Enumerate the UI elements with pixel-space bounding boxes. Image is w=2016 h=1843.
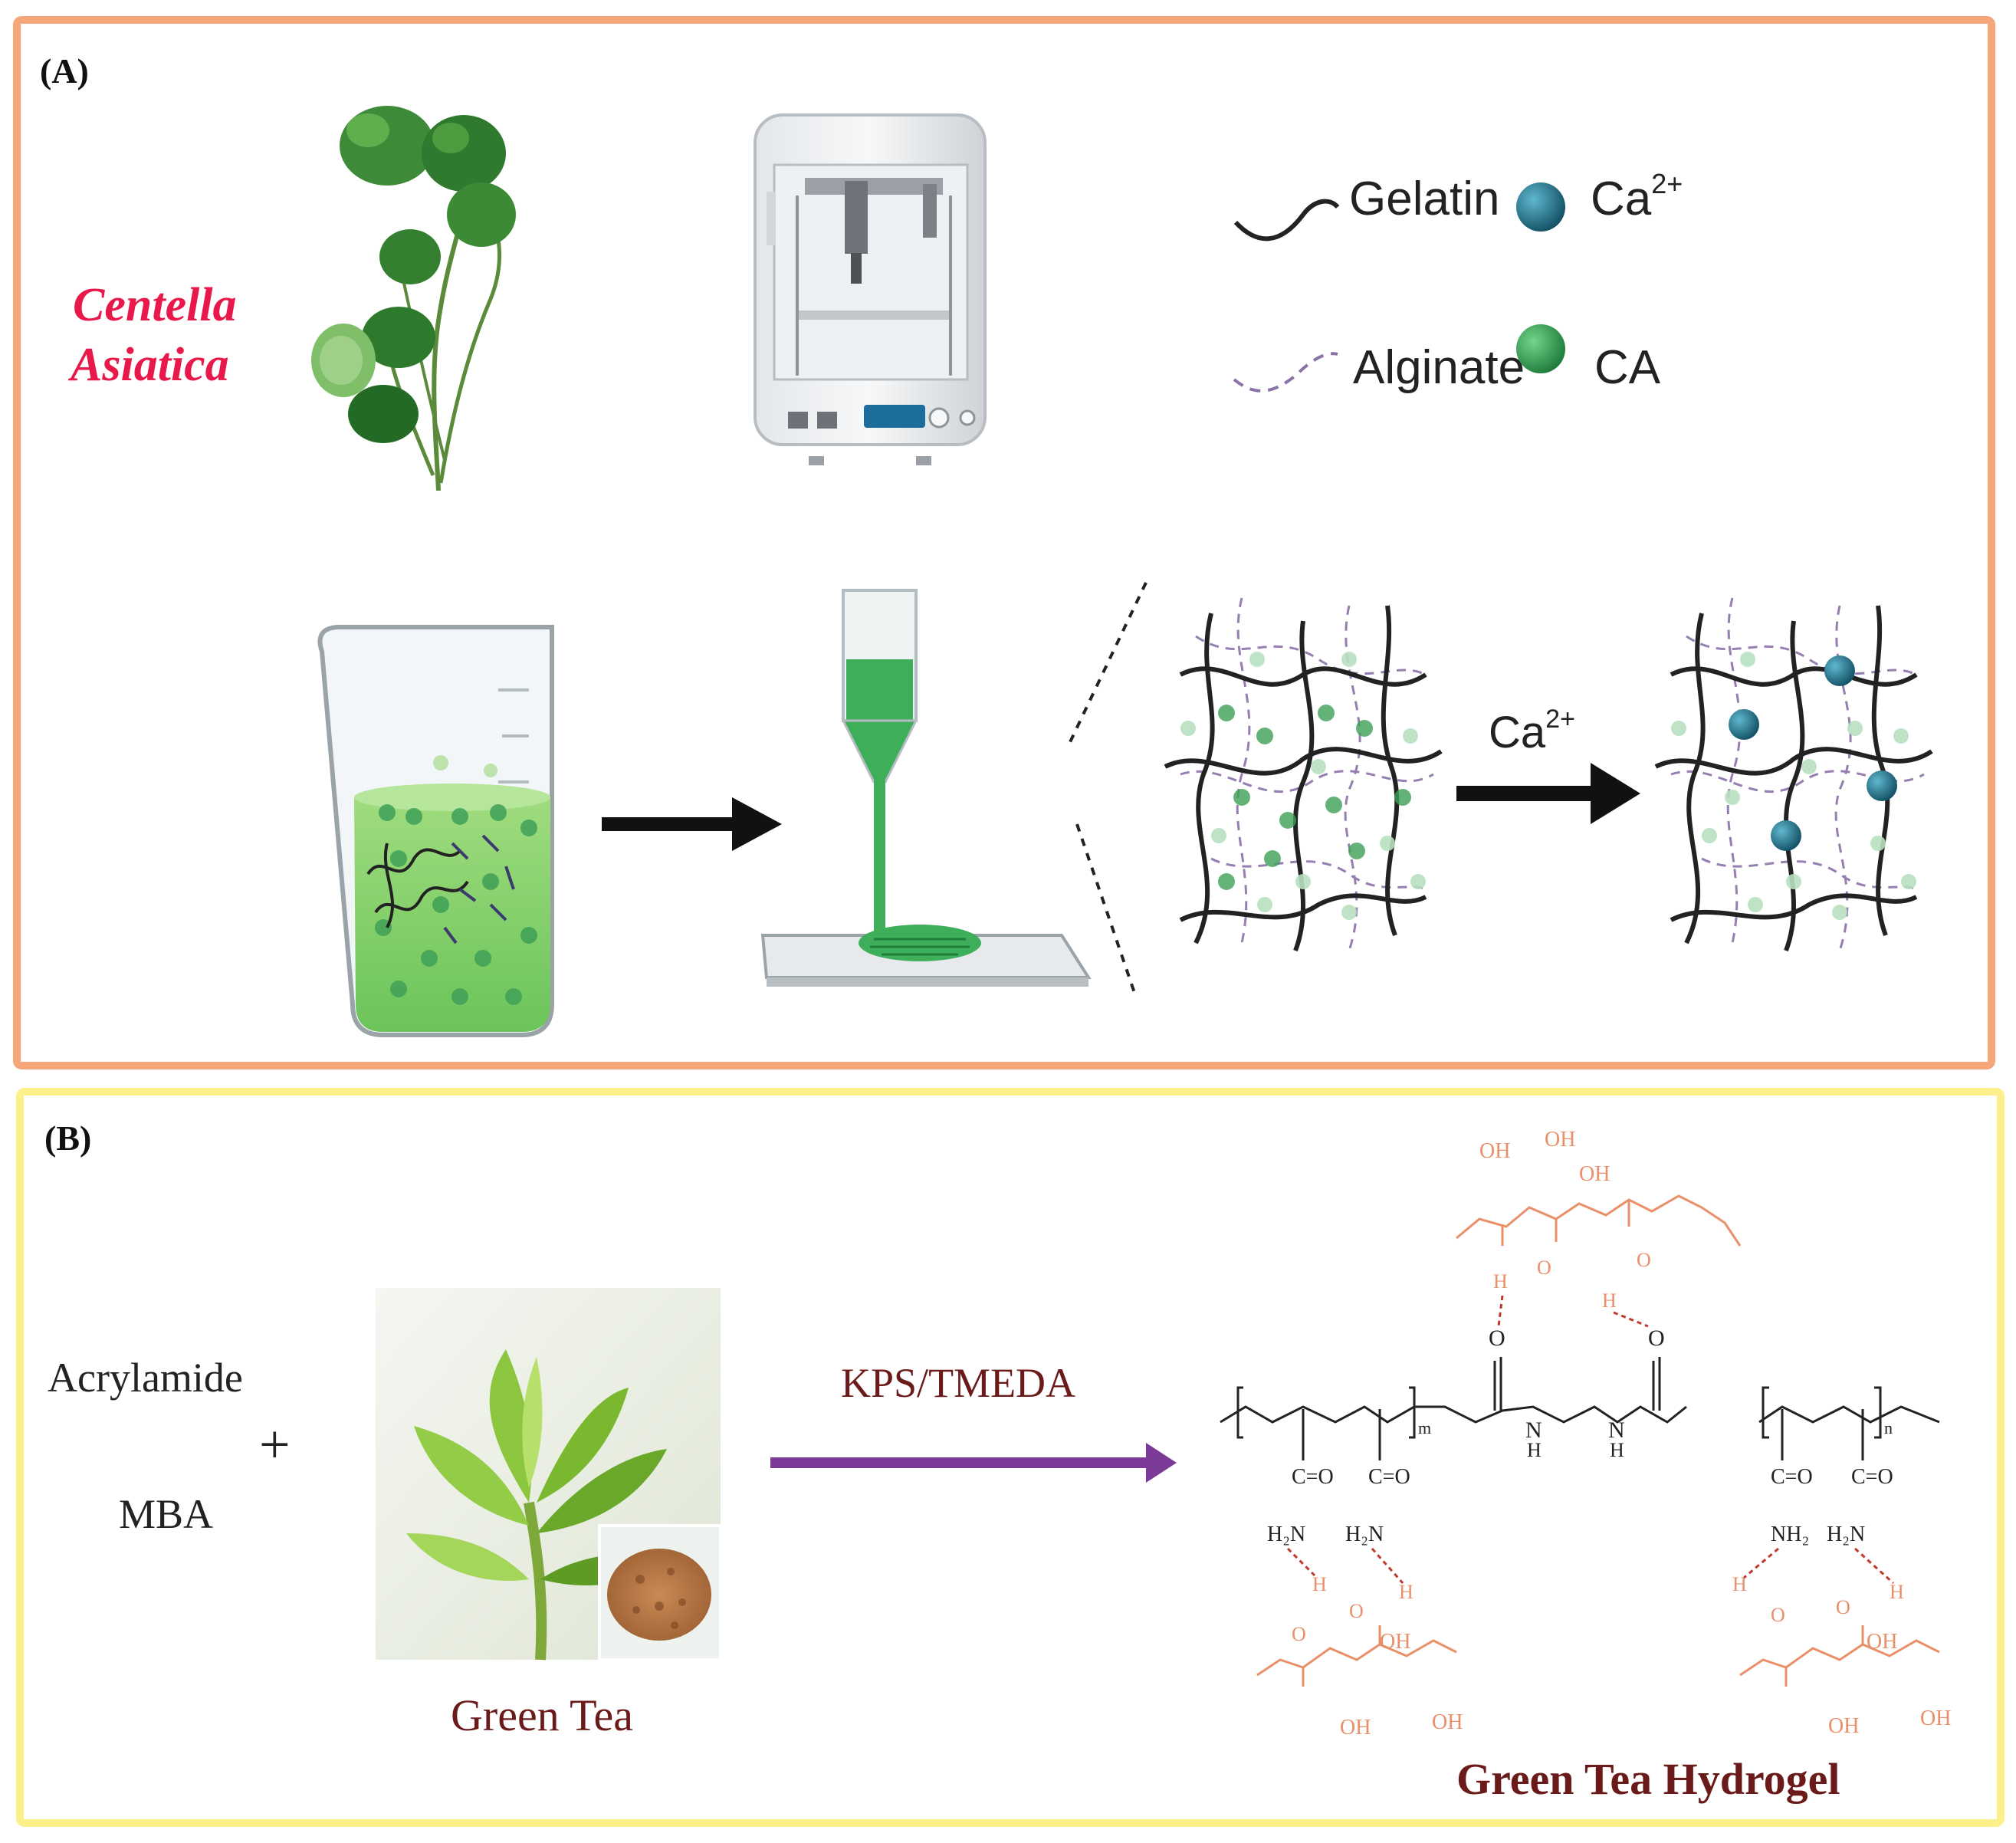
- oh-top-3: OH: [1579, 1162, 1610, 1186]
- plus-sign: +: [259, 1414, 291, 1475]
- oh-bottom-4: OH: [1867, 1630, 1897, 1654]
- plant-name-line-1: Centella: [73, 279, 237, 331]
- reaction-arrow: [770, 1443, 1177, 1483]
- pendant-co-3: C=O: [1771, 1465, 1813, 1489]
- reaction-condition: KPS/TMEDA: [841, 1360, 1075, 1406]
- legend-ca-label: CA: [1594, 341, 1661, 394]
- process-arrow-1: [602, 797, 782, 851]
- subscript-m: m: [1418, 1418, 1431, 1437]
- pendant-nh2-3: NH₂: [1771, 1523, 1809, 1546]
- legend-ca-ion-marker: [1516, 182, 1565, 232]
- pendant-co-1: C=O: [1292, 1465, 1334, 1489]
- centella-plant-illustration: [311, 106, 516, 491]
- o-bottom-2: O: [1349, 1600, 1364, 1622]
- hydrogel-network-before: [1164, 597, 1443, 952]
- gelatin-legend-line: [1233, 199, 1340, 241]
- carbonyl-o-right: O: [1648, 1326, 1665, 1351]
- amide-n-left: N: [1525, 1418, 1542, 1443]
- hydrogel-network-after: [1654, 597, 1933, 952]
- subscript-n: n: [1884, 1418, 1893, 1437]
- arrow-2-ion-label: Ca2+: [1489, 705, 1575, 757]
- oh-bottom-1: OH: [1380, 1630, 1410, 1654]
- h-bottom-1: H: [1312, 1573, 1327, 1595]
- oh-bottom-2: OH: [1340, 1716, 1371, 1740]
- amide-n-right: N: [1608, 1418, 1625, 1443]
- pendant-co-4: C=O: [1851, 1465, 1893, 1489]
- oh-top-1: OH: [1479, 1139, 1510, 1163]
- green-tea-caption: Green Tea: [451, 1690, 633, 1740]
- legend: Gelatin Ca2+ Alginate CA: [1233, 168, 1683, 394]
- oh-top-2: OH: [1545, 1128, 1575, 1151]
- o-top-1: O: [1537, 1257, 1551, 1279]
- amide-h-left: H: [1527, 1439, 1542, 1461]
- o-bottom-4: O: [1836, 1596, 1850, 1618]
- pendant-h2n-1: H₂N: [1267, 1523, 1305, 1546]
- legend-ca-ion-label: Ca2+: [1591, 168, 1683, 225]
- green-tea-photo: [376, 1288, 722, 1661]
- amide-h-right: H: [1610, 1439, 1624, 1461]
- o-bottom-3: O: [1771, 1604, 1785, 1626]
- legend-alginate-label: Alginate: [1353, 341, 1525, 394]
- panel-b-label: (B): [44, 1119, 91, 1158]
- legend-ca-marker: [1516, 324, 1565, 373]
- h-bottom-4: H: [1890, 1581, 1904, 1603]
- plant-name-line-2: Asiatica: [67, 339, 229, 391]
- pendant-h2n-2: H₂N: [1345, 1523, 1384, 1546]
- beaker-illustration: [317, 625, 554, 1037]
- legend-gelatin-label: Gelatin: [1349, 172, 1499, 225]
- o-top-2: O: [1637, 1249, 1651, 1271]
- alginate-legend-line: [1233, 352, 1338, 393]
- reactant-1: Acrylamide: [48, 1355, 243, 1401]
- reactant-2: MBA: [119, 1491, 213, 1537]
- h-top-2: H: [1602, 1289, 1617, 1312]
- pendant-h2n-4: H₂N: [1827, 1523, 1865, 1546]
- panel-b: (B) Acrylamide + MBA Green Tea KPS/TMEDA: [16, 1088, 2005, 1827]
- process-arrow-2: Ca2+: [1456, 705, 1640, 824]
- o-bottom-1: O: [1292, 1623, 1306, 1645]
- bioprinting-nozzle-illustration: [760, 589, 1092, 987]
- h-bottom-3: H: [1732, 1573, 1747, 1595]
- panel-a: (A) Centella Asiatica: [13, 16, 1995, 1069]
- pendant-co-2: C=O: [1368, 1465, 1410, 1489]
- oh-bottom-5: OH: [1828, 1714, 1859, 1738]
- carbonyl-o-left: O: [1489, 1326, 1505, 1351]
- bioprinter-illustration: [754, 113, 987, 465]
- h-bottom-2: H: [1399, 1581, 1413, 1603]
- oh-bottom-3: OH: [1432, 1710, 1463, 1734]
- product-name: Green Tea Hydrogel: [1456, 1754, 1840, 1804]
- oh-bottom-6: OH: [1920, 1707, 1951, 1730]
- h-top-1: H: [1493, 1270, 1508, 1293]
- panel-a-label: (A): [40, 51, 89, 90]
- hydrogel-chemical-structure: m n O O N H N H C=O H₂N C=O H₂N C=O NH₂: [1220, 1128, 1951, 1740]
